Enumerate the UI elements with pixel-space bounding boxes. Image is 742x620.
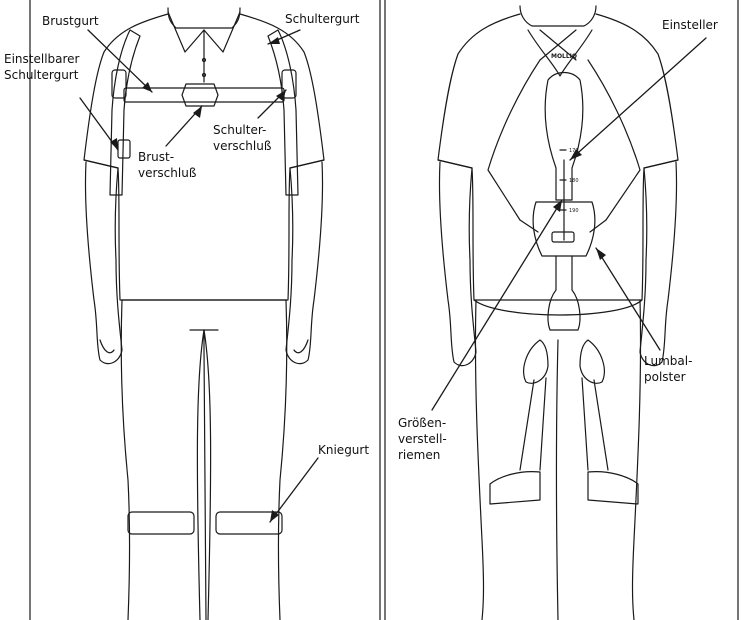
label-lumbal-line1: Lumbal- <box>644 354 692 369</box>
front-right-arm <box>286 162 323 364</box>
leader-lines <box>80 30 706 522</box>
front-right-shoulder-strap <box>268 30 298 195</box>
front-trousers <box>121 300 287 620</box>
label-kniegurt: Kniegurt <box>318 443 369 458</box>
label-einsteller: Einsteller <box>662 18 718 33</box>
back-legs <box>475 300 640 620</box>
scale-mark-3: 190 <box>569 208 579 214</box>
scale-mark-2: 180 <box>569 178 579 184</box>
front-figure <box>84 8 324 620</box>
label-lumbal-line2: polster <box>644 370 686 385</box>
back-left-leg-loop <box>524 340 548 383</box>
label-schultergurt: Schultergurt <box>285 12 359 27</box>
leader-lumbal <box>596 248 660 350</box>
back-left-knee-pad <box>490 472 540 504</box>
label-groessen-line3: riemen <box>398 448 440 463</box>
label-einstellbarer-line1: Einstellbarer <box>4 52 80 67</box>
front-left-shoulder-strap <box>110 30 140 195</box>
front-left-arm <box>85 162 122 364</box>
label-schulter-line1: Schulter- <box>213 123 266 138</box>
back-right-leg-loop <box>580 340 604 383</box>
leader-brustgurt <box>88 30 152 92</box>
label-groessen-line2: verstell- <box>398 432 447 447</box>
back-neck <box>520 6 596 26</box>
back-right-knee-pad <box>588 472 638 504</box>
front-neck <box>168 8 240 28</box>
label-brustgurt: Brustgurt <box>42 14 99 29</box>
front-left-knee-strap <box>128 512 194 534</box>
label-brust-line1: Brust- <box>138 150 174 165</box>
front-chest-buckle <box>182 84 218 106</box>
scale-mark-1: 170 <box>569 148 579 154</box>
back-left-arm <box>439 162 476 366</box>
label-einstellbarer-line2: Schultergurt <box>4 68 78 83</box>
label-groessen-line1: Größen- <box>398 416 446 431</box>
back-right-arm <box>640 162 677 366</box>
label-brust-line2: verschluß <box>138 166 196 181</box>
label-schulter-line2: verschluß <box>213 139 271 154</box>
back-figure <box>438 6 678 620</box>
back-logo-text: MOLLIQ <box>551 53 577 60</box>
leader-einsteller <box>570 38 706 160</box>
back-lower-strap <box>548 256 580 330</box>
leader-kniegurt <box>270 458 318 522</box>
